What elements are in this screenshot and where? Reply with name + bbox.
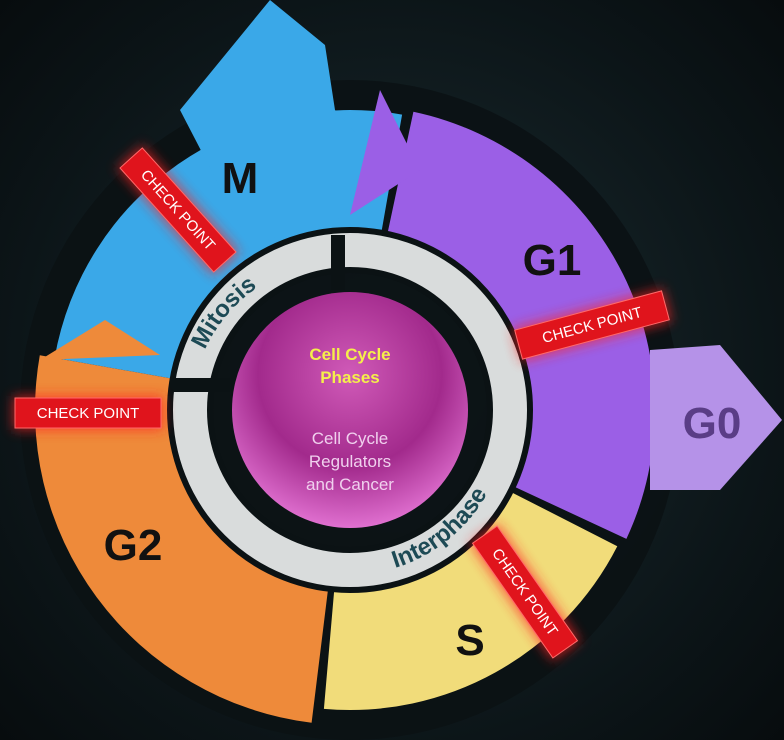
s-segment[interactable] bbox=[323, 491, 618, 711]
center-title-2: Phases bbox=[320, 368, 380, 387]
center-title-1: Cell Cycle bbox=[309, 345, 390, 364]
g2-segment[interactable] bbox=[35, 355, 329, 723]
phase-g0-label: G0 bbox=[683, 399, 742, 448]
center-sub-1: Cell Cycle bbox=[312, 429, 389, 448]
center-sub-2: Regulators bbox=[309, 452, 391, 471]
phase-g2-label: G2 bbox=[104, 521, 163, 570]
phase-s-label: S bbox=[455, 616, 484, 665]
phase-m-label: M bbox=[222, 154, 259, 203]
phase-ring bbox=[173, 233, 527, 587]
center-circle[interactable] bbox=[232, 292, 468, 528]
center-sub-3: and Cancer bbox=[306, 475, 394, 494]
svg-text:CHECK POINT: CHECK POINT bbox=[37, 405, 140, 422]
phase-g1-label: G1 bbox=[523, 236, 582, 285]
checkpoint-g2[interactable]: CHECK POINT bbox=[13, 396, 163, 430]
g2-arrow bbox=[40, 320, 160, 360]
g0-arrow[interactable] bbox=[650, 345, 782, 490]
mitosis-m-arrow bbox=[180, 0, 380, 245]
g1-segment[interactable] bbox=[387, 111, 655, 539]
g1-arrow bbox=[350, 90, 420, 215]
